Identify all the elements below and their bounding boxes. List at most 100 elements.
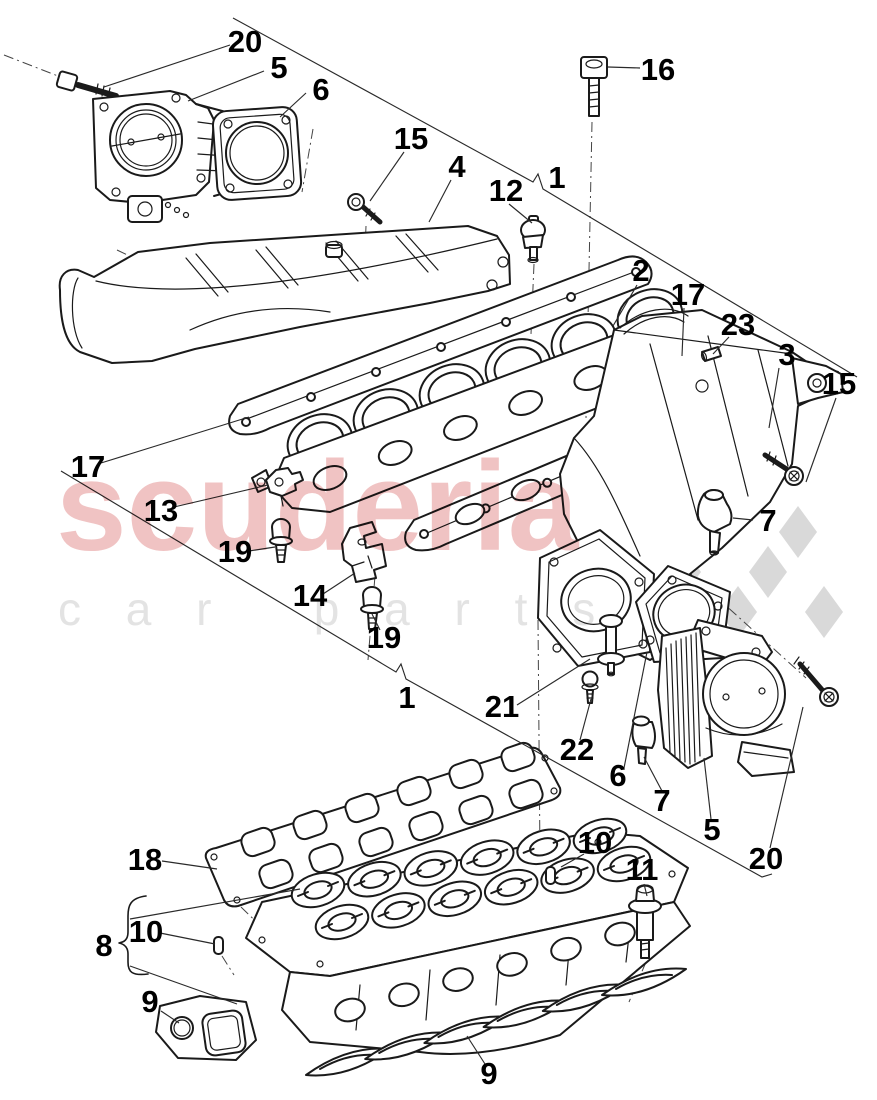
leader-9-bottom	[466, 1035, 486, 1065]
leader-3	[768, 367, 780, 429]
callout-15-right: 15	[822, 366, 856, 401]
bolt-16	[580, 56, 608, 117]
line-art	[55, 56, 844, 1077]
gasket-2	[228, 255, 653, 436]
leader-19-lower	[371, 613, 381, 631]
callout-16: 16	[641, 52, 675, 87]
callout-23: 23	[721, 307, 755, 342]
screw-22	[581, 670, 599, 704]
lower-intake-manifold-8	[245, 817, 691, 1055]
leader-20-bottom	[769, 706, 804, 849]
leader-23	[712, 336, 730, 355]
leader-5-top	[187, 70, 265, 102]
phantom-line-12	[3, 54, 59, 77]
leader-7-bottom	[643, 756, 663, 792]
callout-12: 12	[489, 173, 523, 208]
leader-17-left	[100, 416, 250, 464]
callout-20-top: 20	[228, 24, 262, 59]
dowel-pin-10-right	[545, 866, 556, 885]
lower-manifold-3	[537, 308, 844, 667]
leader-14	[322, 572, 356, 595]
upper-manifold-plenum	[58, 225, 511, 364]
sensor-13	[265, 467, 304, 507]
phantom-line-8	[221, 955, 235, 976]
throttle-body-lower	[657, 619, 795, 777]
gasket-9-left	[155, 995, 257, 1061]
callout-18: 18	[128, 842, 162, 877]
screw-19-lower	[360, 586, 384, 630]
flag-square	[749, 546, 787, 598]
leader-21	[516, 658, 591, 706]
leader-20-top	[103, 44, 231, 88]
callout-1-top: 1	[548, 160, 565, 195]
leader-1-top	[232, 17, 858, 378]
callout-4: 4	[448, 149, 466, 184]
leader-17-right	[681, 307, 685, 357]
callout-15-top: 15	[394, 121, 428, 156]
leader-12	[508, 203, 533, 224]
screw-19-upper	[269, 518, 293, 563]
callout-5-bottom: 5	[703, 812, 720, 847]
leader-1-bottom	[60, 470, 773, 878]
callout-19-lower: 19	[367, 620, 401, 655]
screw-15-top	[347, 193, 383, 225]
callout-6-bottom: 6	[609, 758, 626, 793]
leader-6-top	[279, 92, 307, 118]
callout-9-left: 9	[141, 984, 158, 1019]
dowel-pin-10-left	[213, 936, 224, 955]
throttle-gasket-upper	[211, 106, 303, 201]
callout-8: 8	[95, 928, 112, 963]
gasket-18	[204, 741, 562, 908]
callout-14: 14	[293, 578, 328, 613]
leader-11	[643, 883, 648, 897]
callout-2: 2	[632, 253, 649, 288]
callout-17-left: 17	[71, 449, 105, 484]
bracket-14	[341, 521, 387, 583]
callout-11: 11	[626, 852, 659, 887]
leader-16	[607, 66, 641, 69]
leader-2	[612, 284, 638, 327]
callout-20-bottom: 20	[749, 841, 783, 876]
brace-8	[118, 895, 149, 976]
gasket-9-strip	[305, 967, 687, 1077]
runner-manifold	[251, 288, 713, 513]
callout-19-upper: 19	[218, 534, 252, 569]
leader-7-right	[732, 517, 754, 521]
callout-3: 3	[778, 337, 795, 372]
leader-15-top	[369, 151, 405, 202]
bolt-15-right	[762, 451, 804, 486]
bolt-20-upper	[55, 70, 119, 99]
leader-10-right	[560, 853, 585, 868]
callout-22: 22	[560, 732, 594, 767]
stud-21	[597, 614, 625, 677]
callout-6-top: 6	[312, 72, 329, 107]
leader-9-left	[160, 1010, 180, 1024]
callout-9-bottom: 9	[480, 1056, 497, 1091]
leader-15-right	[805, 397, 837, 483]
leader-22	[579, 698, 592, 741]
flag-square	[805, 586, 843, 638]
leader-8	[129, 888, 301, 920]
leader-4	[428, 179, 452, 223]
bolt-20-lower	[793, 656, 839, 707]
leader-19-upper	[248, 546, 276, 552]
valve-12	[520, 215, 546, 264]
throttle-body-upper	[92, 90, 233, 223]
leader-10-left	[159, 932, 216, 945]
callout-7-right: 7	[759, 503, 776, 538]
callout-13: 13	[144, 493, 178, 528]
leader-18	[161, 860, 218, 870]
plug-7-bottom	[631, 715, 656, 765]
flag-square	[779, 506, 817, 558]
callout-10-left: 10	[129, 914, 163, 949]
phantom-line-3	[537, 619, 541, 859]
callout-5-top: 5	[270, 50, 287, 85]
callout-1-bottom: 1	[398, 680, 415, 715]
leader-8	[129, 965, 238, 1005]
callout-10-right: 10	[578, 825, 612, 860]
callout-17-right: 17	[671, 277, 705, 312]
leader-5-bottom	[703, 757, 712, 820]
